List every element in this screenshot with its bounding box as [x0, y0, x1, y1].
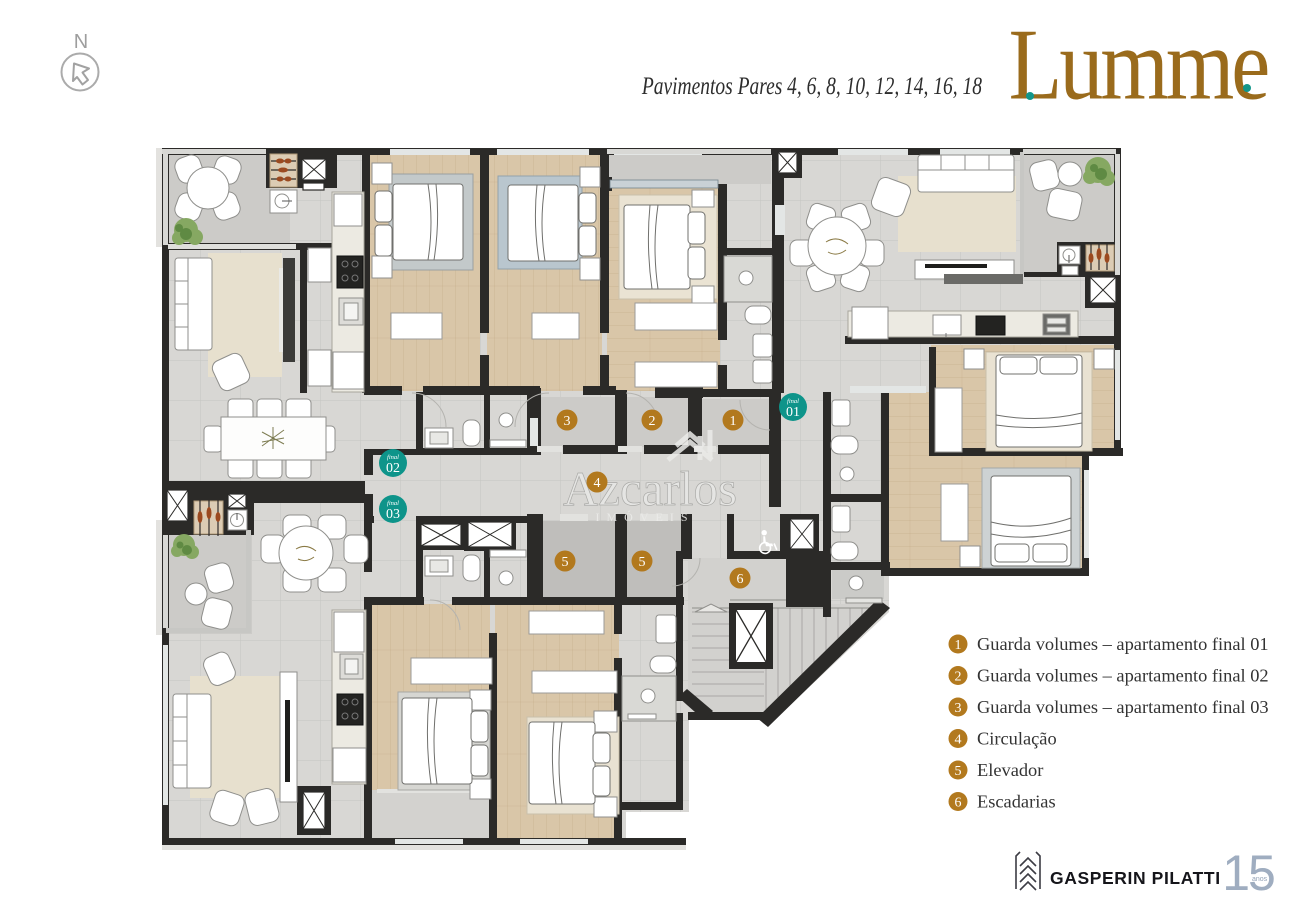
svg-text:Guarda volumes – apartamento f: Guarda volumes – apartamento final 01 — [977, 634, 1269, 654]
svg-text:3: 3 — [955, 701, 962, 716]
svg-text:final: final — [387, 454, 399, 461]
svg-text:Pavimentos Pares 4, 6, 8, 10,: Pavimentos Pares 4, 6, 8, 10, 12, 14, 16… — [641, 72, 982, 100]
svg-text:6: 6 — [737, 572, 744, 587]
svg-text:02: 02 — [386, 461, 400, 476]
svg-text:Escadarias: Escadarias — [977, 792, 1056, 812]
svg-text:IMÓVEIS: IMÓVEIS — [596, 510, 695, 524]
svg-text:3: 3 — [564, 414, 571, 429]
svg-text:15: 15 — [1222, 845, 1274, 901]
svg-text:final: final — [387, 500, 399, 507]
svg-text:01: 01 — [786, 405, 800, 420]
svg-text:1: 1 — [730, 414, 737, 429]
svg-text:Lumme: Lumme — [1009, 9, 1268, 121]
svg-text:Circulação: Circulação — [977, 729, 1057, 749]
svg-text:03: 03 — [386, 507, 400, 522]
svg-text:Guarda volumes – apartamento f: Guarda volumes – apartamento final 03 — [977, 697, 1269, 717]
svg-text:5: 5 — [955, 764, 962, 779]
svg-text:4: 4 — [955, 733, 962, 748]
svg-text:Guarda volumes – apartamento f: Guarda volumes – apartamento final 02 — [977, 666, 1269, 686]
svg-text:1: 1 — [955, 638, 962, 653]
svg-text:2: 2 — [649, 414, 656, 429]
svg-text:N: N — [74, 31, 88, 53]
svg-text:final: final — [787, 398, 799, 405]
svg-text:5: 5 — [639, 555, 646, 570]
svg-text:Elevador: Elevador — [977, 760, 1043, 780]
svg-text:Azcarlos: Azcarlos — [563, 461, 737, 516]
svg-text:2: 2 — [955, 670, 962, 685]
svg-text:GASPERIN PILATTI: GASPERIN PILATTI — [1050, 868, 1221, 888]
svg-text:5: 5 — [562, 555, 569, 570]
svg-text:anos: anos — [1252, 876, 1268, 883]
svg-text:4: 4 — [594, 476, 601, 491]
svg-text:6: 6 — [955, 796, 962, 811]
